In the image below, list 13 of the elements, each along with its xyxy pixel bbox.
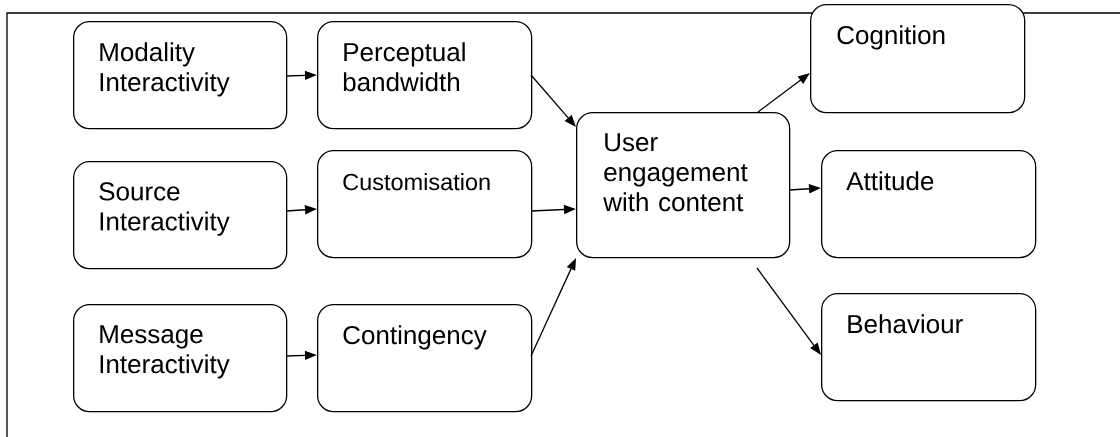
process-box: Contingency bbox=[317, 304, 533, 413]
process-box: Message Interactivity bbox=[73, 304, 288, 413]
process-box: Attitude bbox=[821, 150, 1037, 259]
process-box: User engagement with content bbox=[576, 112, 791, 259]
process-box: Source Interactivity bbox=[73, 161, 288, 270]
process-box: Modality Interactivity bbox=[73, 21, 288, 130]
process-box: Customisation bbox=[317, 150, 533, 259]
arrow bbox=[530, 74, 576, 127]
process-box: Perceptual bandwidth bbox=[317, 21, 533, 130]
arrow bbox=[756, 267, 821, 355]
process-box: Behaviour bbox=[821, 293, 1037, 402]
process-box: Cognition bbox=[810, 4, 1026, 114]
arrow bbox=[757, 73, 810, 113]
